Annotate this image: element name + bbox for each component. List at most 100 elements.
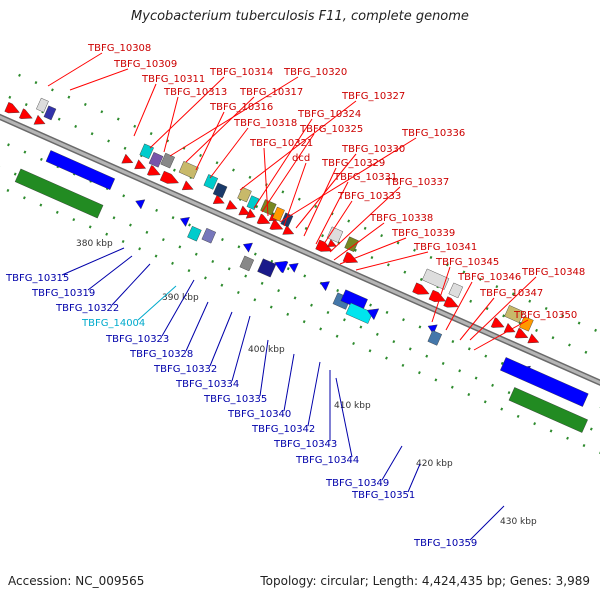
forward-gene-leader [473, 319, 529, 351]
forward-gene-leader [185, 96, 255, 163]
reverse-gene-arrow [242, 242, 253, 253]
forward-gene-label: TBFG_10316 [209, 102, 273, 113]
forward-gene-leader [263, 147, 269, 217]
forward-gene-leader [253, 118, 313, 209]
forward-gene-leader [319, 200, 353, 251]
reverse-gene-label: TBFG_10359 [413, 538, 477, 549]
forward-gene-label: TBFG_10348 [521, 267, 585, 278]
feature-box [237, 186, 252, 203]
forward-gene-arrow [33, 114, 46, 125]
forward-gene-leader [283, 162, 307, 227]
forward-gene-label: TBFG_10324 [297, 109, 361, 120]
forward-gene-label: TBFG_10341 [413, 242, 477, 253]
forward-gene-arrow [147, 165, 161, 176]
rna-gene-block [508, 387, 588, 433]
reverse-gene-label: TBFG_10323 [105, 334, 169, 345]
reverse-gene-label: TBFG_10344 [295, 455, 359, 466]
feature-box [148, 152, 164, 168]
reverse-gene-arrow [366, 308, 380, 321]
forward-gene-leader [355, 251, 429, 271]
kbp-tick-label: 380 kbp [76, 239, 113, 249]
kbp-tick-label: 430 kbp [500, 517, 537, 527]
reverse-gene-leader [307, 361, 321, 427]
feature-box [272, 206, 285, 222]
forward-gene-arrow [159, 170, 180, 184]
forward-gene-leader [333, 222, 385, 261]
forward-gene-label: TBFG_10345 [435, 257, 499, 268]
genome-backbone-highlight [0, 115, 600, 385]
reverse-gene-block [45, 150, 116, 190]
kbp-tick-label: 410 kbp [334, 401, 371, 411]
forward-gene-label: TBFG_10314 [209, 67, 273, 78]
reverse-gene-arrow [319, 281, 330, 292]
forward-gene-arrow [181, 180, 194, 191]
forward-gene-label: TBFG_10346 [457, 272, 521, 283]
forward-gene-label: TBFG_10331 [333, 172, 397, 183]
forward-gene-arrow [342, 251, 359, 264]
forward-gene-leader [209, 127, 249, 179]
feature-box [345, 302, 373, 324]
forward-gene-label: TBFG_10318 [233, 118, 297, 129]
forward-gene-label: TBFG_10329 [321, 158, 385, 169]
feature-box [239, 255, 255, 272]
forward-gene-arrow [327, 239, 337, 247]
reverse-gene-arrow [274, 260, 289, 274]
feature-box [36, 97, 49, 113]
forward-gene-leader [315, 181, 349, 245]
forward-gene-arrow [19, 108, 33, 119]
reverse-gene-label: TBFG_10342 [251, 424, 315, 435]
forward-gene-label: TBFG_10309 [113, 59, 177, 70]
forward-gene-label: TBFG_10311 [141, 74, 205, 85]
reverse-gene-arrow [288, 263, 299, 273]
reverse-gene-label: TBFG_10340 [227, 409, 291, 420]
feature-box [504, 305, 525, 324]
reverse-gene-label: TBFG_10334 [175, 379, 239, 390]
forward-gene-leader [47, 52, 103, 87]
forward-gene-leader [329, 186, 401, 253]
reverse-gene-leader [111, 263, 151, 306]
forward-gene-arrow [256, 213, 271, 225]
forward-gene-arrow [514, 327, 529, 339]
reverse-gene-leader [137, 285, 177, 321]
forward-gene-leader [431, 266, 451, 323]
accession-label: Accession: NC_009565 [8, 574, 145, 588]
reverse-gene-leader [231, 315, 251, 382]
forward-gene-arrow [490, 317, 505, 328]
forward-gene-arrow [443, 296, 459, 308]
forward-gene-leader [195, 111, 225, 171]
feature-box [257, 258, 277, 278]
reverse-gene-label: TBFG_10332 [153, 364, 217, 375]
forward-gene-label: TBFG_10347 [479, 288, 543, 299]
reverse-gene-label: TBFG_10335 [203, 394, 267, 405]
kbp-tick-label: 390 kbp [162, 293, 199, 303]
forward-gene-label: TBFG_10320 [283, 67, 347, 78]
feature-box [421, 268, 450, 290]
forward-gene-arrow [4, 102, 20, 114]
map-title: Mycobacterium tuberculosis F11, complete… [131, 9, 469, 24]
reverse-gene-leader [259, 339, 269, 397]
reverse-gene-leader [185, 301, 209, 352]
forward-gene-arrow [428, 289, 447, 302]
feature-box [160, 152, 175, 169]
forward-gene-leader [163, 96, 179, 153]
forward-gene-label: TBFG_10337 [385, 177, 449, 188]
forward-gene-arrow [212, 194, 225, 204]
feature-box [187, 225, 202, 242]
forward-gene-label: TBFG_10321 [249, 138, 313, 149]
forward-gene-label: TBFG_10325 [299, 124, 363, 135]
reverse-gene-leader [335, 377, 353, 458]
reverse-gene-label: TBFG_10349 [325, 478, 389, 489]
reverse-gene-label: TBFG_10343 [273, 439, 337, 450]
forward-gene-leader [133, 83, 157, 137]
rna-gene-block [14, 168, 104, 219]
reverse-gene-leader [161, 279, 195, 337]
forward-gene-leader [69, 68, 129, 91]
reverse-gene-block [500, 357, 589, 407]
forward-gene-leader [459, 297, 495, 341]
reverse-gene-label: TBFG_10315 [5, 273, 69, 284]
reverse-gene-leader [381, 445, 403, 481]
forward-gene-arrow [225, 199, 238, 210]
forward-gene-arrow [121, 153, 134, 164]
